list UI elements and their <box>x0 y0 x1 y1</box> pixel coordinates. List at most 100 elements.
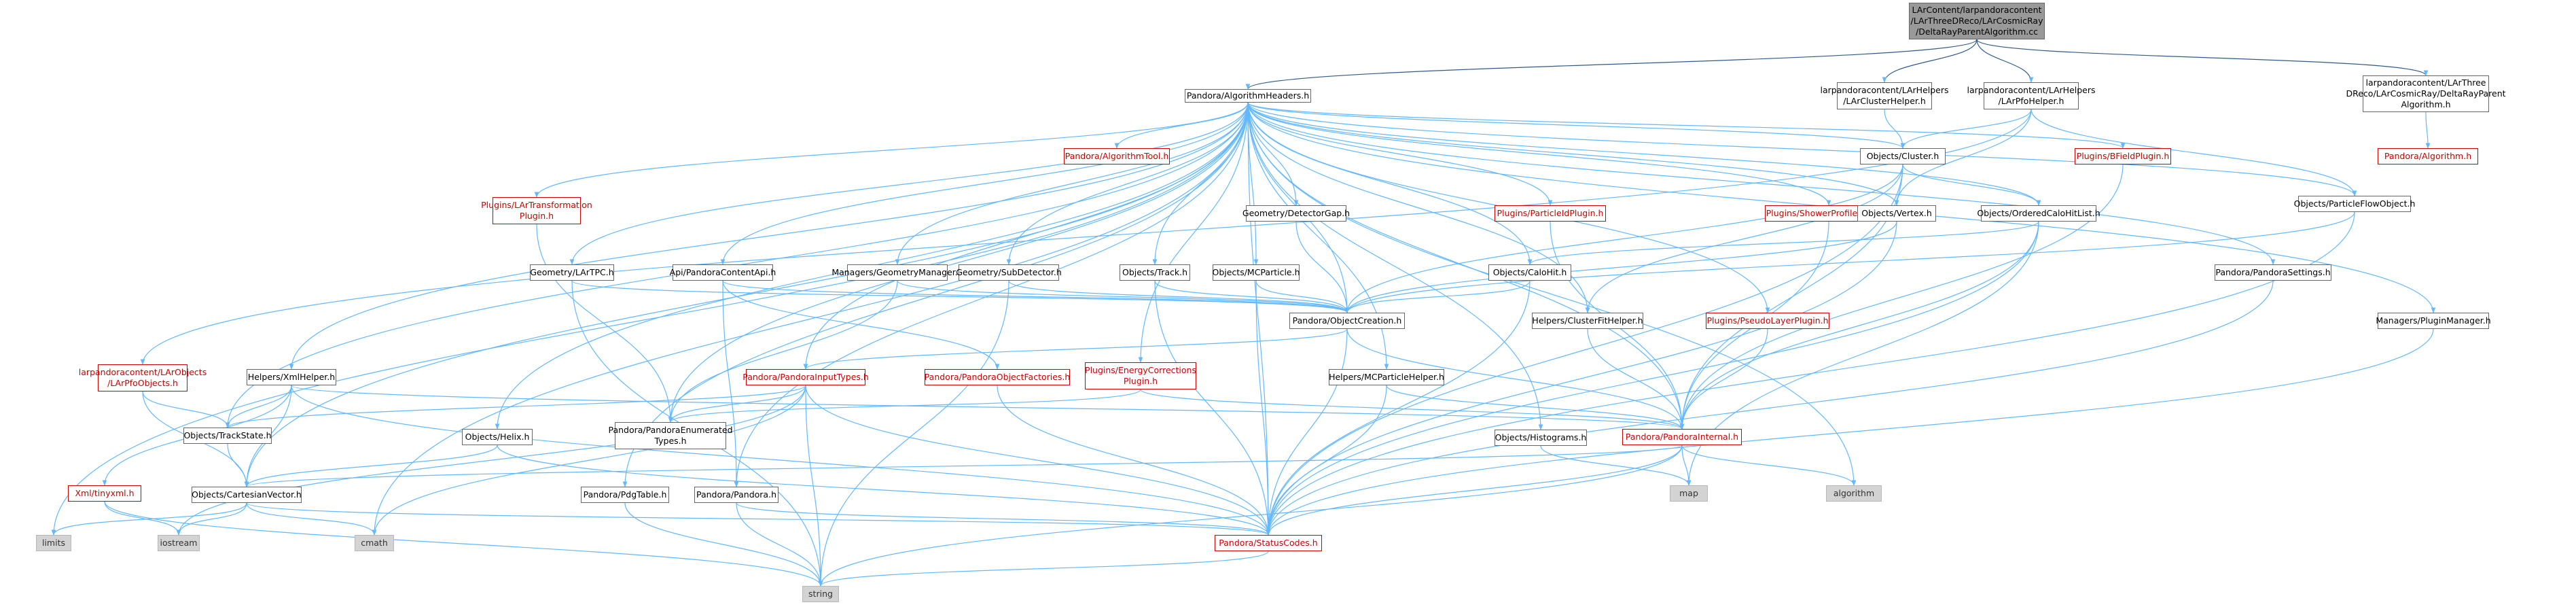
node-label: larpandoracontent/LArHelpers <box>1820 85 1949 95</box>
node-label: Objects/Track.h <box>1122 267 1188 277</box>
node-subdet[interactable]: Geometry/SubDetector.h <box>956 264 1062 281</box>
node-histograms[interactable]: Objects/Histograms.h <box>1495 430 1587 446</box>
node-pinternal[interactable]: Pandora/PandoraInternal.h <box>1622 429 1742 445</box>
node-label: Pandora/PandoraObjectFactories.h <box>924 372 1071 382</box>
node-objfactories[interactable]: Pandora/PandoraObjectFactories.h <box>925 369 1070 385</box>
edge-alghead-to-cmath <box>372 102 1249 536</box>
node-pandorasettings[interactable]: Pandora/PandoraSettings.h <box>2215 264 2331 281</box>
edge-ordered-to-map <box>1686 221 2039 486</box>
node-pidplugin[interactable]: Plugins/ParticleIdPlugin.h <box>1495 205 1606 222</box>
edge-geommgr-to-enumtypes <box>668 280 898 423</box>
edge-pfohelper-to-vertex <box>1894 109 2032 206</box>
node-helix[interactable]: Objects/Helix.h <box>462 429 533 445</box>
node-map[interactable]: map <box>1670 485 1708 502</box>
edge-cluster-to-objcreation <box>1344 164 1903 313</box>
node-pandoraalgorithm[interactable]: Pandora/Algorithm.h <box>2378 148 2478 164</box>
edge-histograms-to-map <box>1540 445 1692 486</box>
node-inputtypes[interactable]: Pandora/PandoraInputTypes.h <box>743 369 869 385</box>
edge-alghead-to-calohit <box>1247 102 1533 265</box>
edge-alghead-to-energycorr <box>1138 102 1249 363</box>
node-label: Api/PandoraContentApi.h <box>669 267 776 277</box>
node-label: Pandora/Pandora.h <box>696 489 776 500</box>
edge-alghead-to-cluster <box>1247 102 1906 149</box>
node-clusterhelper[interactable]: larpandoracontent/LArHelpers/LArClusterH… <box>1820 82 1949 109</box>
node-track[interactable]: Objects/Track.h <box>1120 264 1190 281</box>
edge-alghead-to-bfield <box>1247 102 2126 149</box>
node-label: Plugin.h <box>1123 376 1158 386</box>
edge-pinternal-to-statuscodes <box>1266 445 1683 536</box>
node-label: /LArPfoObjects.h <box>107 378 178 388</box>
node-lartpc[interactable]: Geometry/LArTPC.h <box>530 264 614 281</box>
edge-objcreation-to-inputtypes <box>803 328 1348 370</box>
node-label: /LArThreeDReco/LArCosmicRay <box>1910 16 2043 26</box>
node-clusterfit[interactable]: Helpers/ClusterFitHelper.h <box>1532 313 1643 329</box>
node-algorithm[interactable]: algorithm <box>1826 485 1882 502</box>
edge-objcreation-to-statuscodes <box>1266 328 1348 536</box>
edge-subdet-to-objcreation <box>1008 280 1350 313</box>
edge-mcparticle-to-objcreation <box>1255 280 1350 313</box>
node-xmlhelper[interactable]: Helpers/XmlHelper.h <box>247 369 336 385</box>
node-cluster[interactable]: Objects/Cluster.h <box>1860 148 1946 164</box>
node-label: larpandoracontent/LArHelpers <box>1967 85 2096 95</box>
node-mchelper[interactable]: Helpers/MCParticleHelper.h <box>1329 369 1444 385</box>
node-iostream[interactable]: iostream <box>158 535 200 551</box>
node-vertex[interactable]: Objects/Vertex.h <box>1857 205 1936 222</box>
edge-alghead-to-geommgr <box>895 102 1249 265</box>
node-bfield[interactable]: Plugins/BFieldPlugin.h <box>2075 148 2171 164</box>
node-label: Plugins/LArTransformation <box>481 200 592 210</box>
node-ordered[interactable]: Objects/OrderedCaloHitList.h <box>1977 205 2100 222</box>
node-root[interactable]: LArContent/larpandoracontent/LArThreeDRe… <box>1909 3 2045 39</box>
node-pluginmgr[interactable]: Managers/PluginManager.h <box>2376 313 2491 329</box>
edge-alghead-to-ordered <box>1247 102 2041 206</box>
node-algtool[interactable]: Pandora/AlgorithmTool.h <box>1064 148 1170 164</box>
node-cmath[interactable]: cmath <box>355 535 394 551</box>
node-string[interactable]: string <box>802 586 839 602</box>
node-label: iostream <box>160 538 198 548</box>
node-trackstate[interactable]: Objects/TrackState.h <box>183 428 272 444</box>
node-pandora[interactable]: Pandora/Pandora.h <box>694 487 779 503</box>
node-label: Geometry/SubDetector.h <box>956 267 1062 277</box>
edge-pluginmgr-to-statuscodes <box>1266 328 2434 536</box>
node-detgap[interactable]: Geometry/DetectorGap.h <box>1242 205 1350 222</box>
edge-track-to-objcreation <box>1154 280 1350 313</box>
node-calohit[interactable]: Objects/CaloHit.h <box>1488 264 1571 281</box>
edge-alghead-to-cartesian <box>244 102 1249 487</box>
edge-larpfoobjects-to-trackstate <box>142 391 230 428</box>
edge-statuscodes-to-string <box>818 551 1269 587</box>
node-pseudolayer[interactable]: Plugins/PseudoLayerPlugin.h <box>1706 313 1829 329</box>
node-pdgtable[interactable]: Pandora/PdgTable.h <box>581 487 669 503</box>
edge-alghead-to-contentapi <box>720 102 1249 265</box>
node-label: Pandora/PdgTable.h <box>583 489 667 500</box>
node-mcparticle[interactable]: Objects/MCParticle.h <box>1212 264 1300 281</box>
node-pfohelper[interactable]: larpandoracontent/LArHelpers/LArPfoHelpe… <box>1967 82 2096 109</box>
node-pflow[interactable]: Objects/ParticleFlowObject.h <box>2294 196 2415 212</box>
node-label: DReco/LArCosmicRay/DeltaRayParent <box>2346 88 2506 99</box>
edge-pinternal-to-map <box>1681 445 1692 486</box>
node-label: LArContent/larpandoracontent <box>1912 5 2042 15</box>
node-contentapi[interactable]: Api/PandoraContentApi.h <box>669 264 776 281</box>
edge-deltaparent-to-pandoraalgorithm <box>2425 111 2431 149</box>
node-cartesian[interactable]: Objects/CartesianVector.h <box>192 487 302 503</box>
edge-alghead-to-xmlhelper <box>289 102 1249 370</box>
node-larpfoobjects[interactable]: larpandoracontent/LArObjects/LArPfoObjec… <box>79 364 207 392</box>
edge-pinternal-to-algorithm <box>1681 445 1857 486</box>
node-label: Pandora/PandoraSettings.h <box>2215 267 2331 277</box>
node-label: Objects/Vertex.h <box>1861 208 1932 218</box>
node-label: Managers/PluginManager.h <box>2376 315 2491 326</box>
node-geommgr[interactable]: Managers/GeometryManager.h <box>831 264 963 281</box>
node-statuscodes[interactable]: Pandora/StatusCodes.h <box>1215 535 1322 551</box>
node-alghead[interactable]: Pandora/AlgorithmHeaders.h <box>1185 89 1311 103</box>
edge-trackstate-to-cartesian <box>227 443 249 487</box>
node-label: Pandora/PandoraInternal.h <box>1625 432 1739 442</box>
node-label: Helpers/XmlHelper.h <box>247 372 336 382</box>
edge-cluster-to-statuscodes <box>1266 164 1903 536</box>
edge-inputtypes-to-statuscodes <box>805 385 1271 536</box>
edge-cartesian-to-iostream <box>176 502 247 536</box>
node-tinyxml[interactable]: Xml/tinyxml.h <box>68 485 141 502</box>
node-limits[interactable]: limits <box>36 535 71 551</box>
node-objcreation[interactable]: Pandora/ObjectCreation.h <box>1289 313 1405 329</box>
